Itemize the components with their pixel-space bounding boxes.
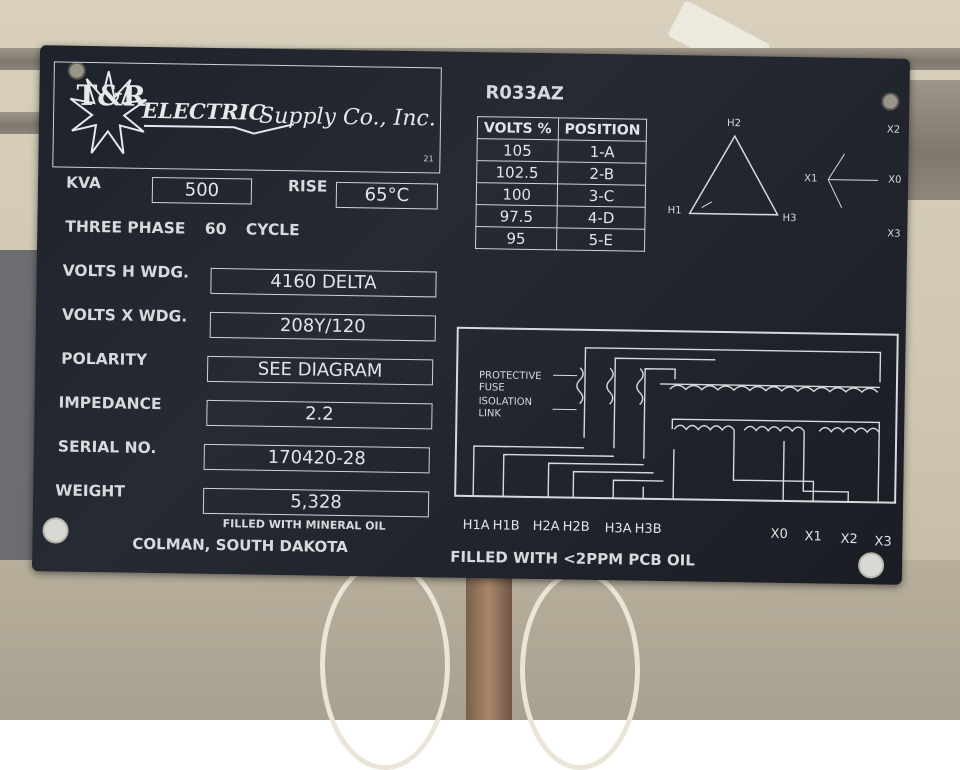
- table-cell: 2-B: [557, 162, 646, 185]
- vector-label-x1: X1: [804, 173, 817, 184]
- mount-hole-bottom-right: [858, 552, 884, 578]
- logo-small-mark: 21: [423, 154, 433, 163]
- rise-label: RISE: [288, 177, 328, 196]
- weight-label: WEIGHT: [55, 481, 125, 500]
- wye-arm-x3: [828, 180, 842, 208]
- terminal-h1b: H1B: [493, 518, 520, 533]
- vector-label-x3: X3: [887, 229, 900, 240]
- frequency-value: 60: [205, 220, 227, 238]
- pcb-note: FILLED WITH <2PPM PCB OIL: [450, 548, 695, 570]
- impedance-value: 2.2: [206, 400, 432, 430]
- frequency-unit: CYCLE: [246, 220, 300, 239]
- vector-label-h3: H3: [782, 213, 796, 224]
- logo-frame: T&R ELECTRIC Supply Co., Inc. 21: [52, 61, 442, 173]
- volts-x-value: 208Y/120: [210, 312, 436, 342]
- volts-x-label: VOLTS X WDG.: [62, 306, 188, 326]
- volts-h-value: 4160 DELTA: [210, 268, 436, 298]
- terminal-x3: X3: [874, 534, 891, 549]
- screw-top-right: [881, 92, 899, 110]
- table-cell: 4-D: [557, 206, 646, 229]
- polarity-value: SEE DIAGRAM: [207, 356, 433, 386]
- kva-label: KVA: [66, 174, 101, 193]
- support-post: [466, 560, 512, 720]
- schematic-label-fuse: FUSE: [479, 382, 505, 393]
- vector-label-h1: H1: [668, 205, 682, 216]
- schematic-label-link: LINK: [478, 408, 501, 419]
- terminal-h1a: H1A: [463, 518, 490, 533]
- mineral-oil-note: FILLED WITH MINERAL OIL: [223, 517, 386, 533]
- table-cell: 3-C: [557, 184, 646, 207]
- phase-text: THREE PHASE 60 CYCLE: [65, 218, 300, 240]
- polarity-label: POLARITY: [61, 350, 147, 369]
- table-cell: 102.5: [477, 161, 558, 184]
- location-text: COLMAN, SOUTH DAKOTA: [132, 535, 348, 556]
- schematic-frame: [455, 328, 898, 503]
- vector-diagram: [677, 125, 879, 238]
- logo-lightning-underline: [144, 120, 294, 136]
- wye-arm-x2: [828, 154, 844, 180]
- serial-label: SERIAL NO.: [58, 438, 157, 458]
- table-header: POSITION: [558, 118, 647, 141]
- terminal-h3a: H3A: [605, 521, 632, 536]
- rise-value: 65°C: [336, 182, 438, 210]
- terminal-h3b: H3B: [635, 522, 662, 537]
- table-header: VOLTS %: [477, 117, 558, 140]
- table-cell: 100: [476, 183, 557, 206]
- terminal-h2a: H2A: [533, 519, 560, 534]
- terminal-h2b: H2B: [563, 519, 590, 534]
- table-cell: 95: [476, 227, 557, 250]
- phase-label: THREE PHASE: [65, 218, 185, 238]
- serial-value: 170420-28: [204, 444, 430, 474]
- photo-scene: T&R ELECTRIC Supply Co., Inc. 21 R033AZ …: [0, 0, 960, 720]
- mount-hole-bottom-left: [42, 517, 68, 543]
- cable-coil-right: [520, 570, 640, 770]
- table-cell: 105: [477, 139, 558, 162]
- schematic-label-protective: PROTECTIVE: [479, 370, 542, 382]
- kva-value: 500: [152, 177, 252, 205]
- vector-label-x0: X0: [888, 175, 901, 186]
- delta-triangle: [690, 135, 779, 214]
- weight-value: 5,328: [203, 488, 429, 518]
- table-header-row: VOLTS % POSITION: [477, 117, 647, 142]
- wiring-schematic: [453, 326, 902, 513]
- logo-monogram: T&R: [76, 79, 146, 113]
- vector-label-h2: H2: [727, 118, 741, 129]
- schematic-label-isolation: ISOLATION: [479, 396, 533, 408]
- cable-coil-left: [320, 560, 450, 770]
- transformer-nameplate: T&R ELECTRIC Supply Co., Inc. 21 R033AZ …: [32, 45, 910, 585]
- impedance-label: IMPEDANCE: [58, 394, 161, 414]
- table-cell: 1-A: [558, 140, 647, 163]
- schematic-wiring: [473, 346, 880, 502]
- model-number: R033AZ: [485, 82, 564, 104]
- volts-h-label: VOLTS H WDG.: [63, 262, 190, 282]
- delta-polarity-mark: [702, 202, 712, 208]
- table-cell: 97.5: [476, 205, 557, 228]
- table-cell: 5-E: [556, 228, 645, 251]
- terminal-x2: X2: [840, 532, 857, 547]
- wye-arm-x1: [828, 180, 878, 181]
- terminal-x1: X1: [804, 529, 821, 544]
- vector-label-x2: X2: [887, 125, 900, 136]
- terminal-x0: X0: [770, 527, 787, 542]
